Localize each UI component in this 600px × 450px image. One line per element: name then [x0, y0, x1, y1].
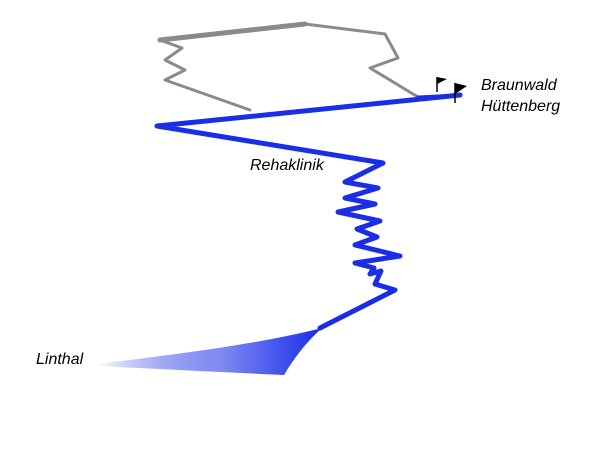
label-rehaklinik: Rehaklinik [250, 157, 325, 174]
summit-flags [436, 77, 467, 103]
inactive-route-ridge [157, 21, 308, 43]
label-huettenberg: Hüttenberg [481, 98, 560, 115]
valley-fan [96, 328, 322, 375]
active-route-summit-link [416, 93, 462, 99]
flag-icon [436, 77, 447, 92]
label-linthal: Linthal [36, 351, 84, 368]
flag-icon [454, 83, 467, 103]
label-braunwald: Braunwald [481, 77, 558, 94]
inactive-route [157, 21, 420, 112]
active-route [154, 92, 463, 331]
active-route-line [154, 92, 463, 331]
